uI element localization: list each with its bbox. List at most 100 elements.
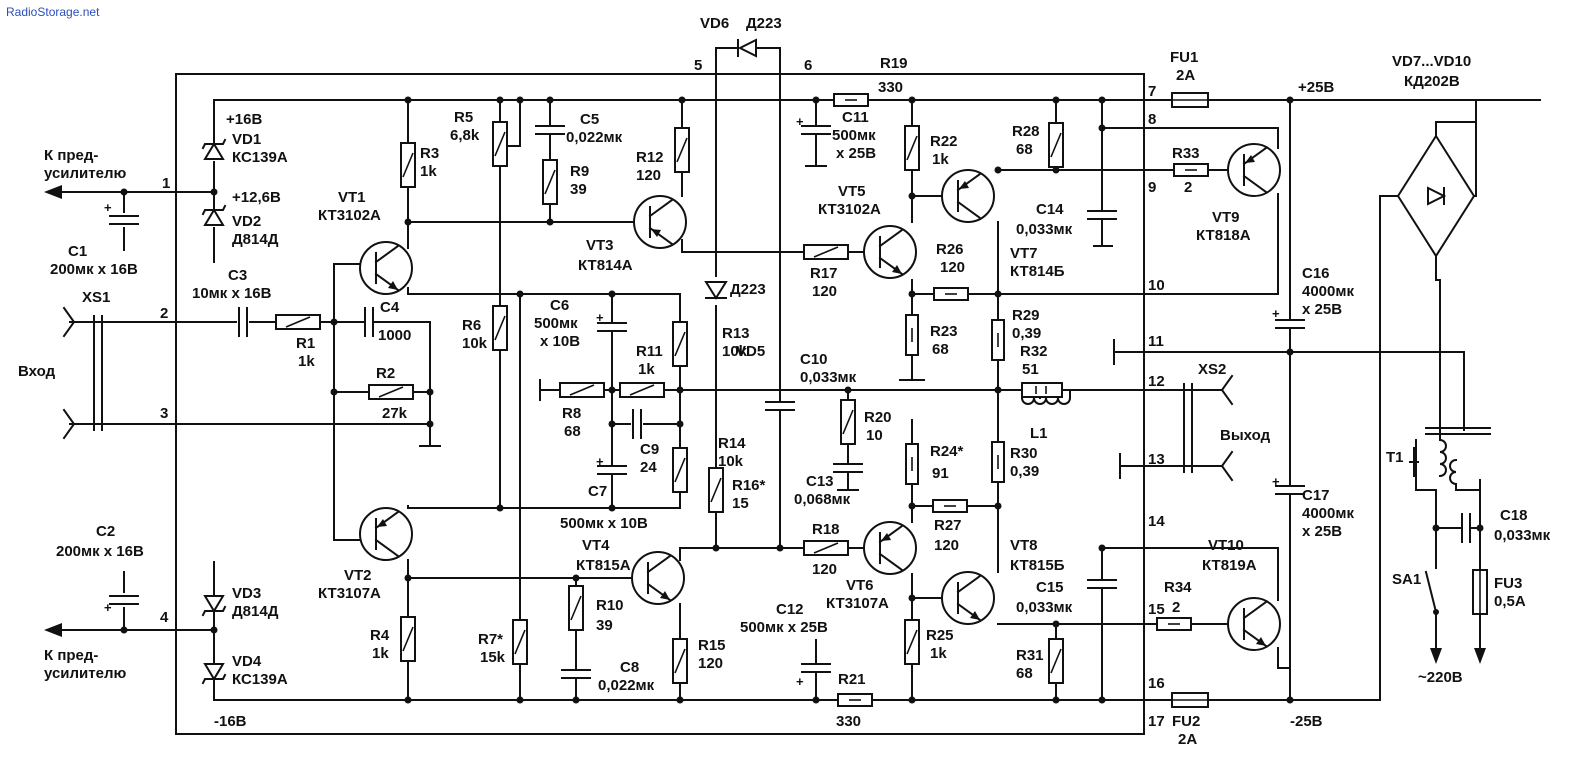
resistor-r34 xyxy=(1156,617,1192,631)
pin-14: 14 xyxy=(1148,513,1165,530)
r13-value: 10k xyxy=(722,343,748,360)
r34-value: 2 xyxy=(1172,599,1180,616)
transistor-vt3 xyxy=(633,195,687,249)
r9-value: 39 xyxy=(570,181,587,198)
c7-value: 500мк х 10В xyxy=(560,515,648,532)
r10-value: 39 xyxy=(596,617,613,634)
pin-numbers: 1 2 3 4 5 6 7 8 9 10 11 12 13 14 15 16 1… xyxy=(160,57,1165,730)
svg-text:+: + xyxy=(596,310,604,325)
capacitor-c1: + xyxy=(104,200,139,225)
c12-name: C12 xyxy=(776,601,804,618)
r27-value: 120 xyxy=(934,537,959,554)
r2-value: 27k xyxy=(382,405,408,422)
c13-value: 0,068мк xyxy=(794,491,851,508)
vd3-value: Д814Д xyxy=(232,603,279,620)
pin-17: 17 xyxy=(1148,713,1165,730)
capacitor-c3 xyxy=(238,307,248,337)
inductor-l1 xyxy=(1020,389,1072,405)
r33-name: R33 xyxy=(1172,145,1200,162)
r16-name: R16* xyxy=(732,477,766,494)
svg-text:+: + xyxy=(104,200,112,215)
c15-name: C15 xyxy=(1036,579,1064,596)
resistor-r24 xyxy=(905,443,919,485)
r12-value: 120 xyxy=(636,167,661,184)
capacitor-c18 xyxy=(1461,513,1471,543)
pin-7: 7 xyxy=(1148,83,1156,100)
capacitor-c10 xyxy=(765,401,795,411)
c5-name: C5 xyxy=(580,111,599,128)
t1-label: T1 xyxy=(1386,449,1404,466)
r22-name: R22 xyxy=(930,133,958,150)
svg-text:+: + xyxy=(1272,306,1280,321)
r14-name: R14 xyxy=(718,435,746,452)
pin-15: 15 xyxy=(1148,601,1165,618)
r15-name: R15 xyxy=(698,637,726,654)
vd1-name: VD1 xyxy=(232,131,261,148)
r9-name: R9 xyxy=(570,163,589,180)
capacitor-c4 xyxy=(364,307,374,337)
r29-value: 0,39 xyxy=(1012,325,1041,342)
resistor-r29 xyxy=(991,319,1005,361)
r8-name: R8 xyxy=(562,405,581,422)
resistor-r9 xyxy=(542,159,558,205)
voltage-minus16: -16В xyxy=(214,713,247,730)
c6-value: 500мк xyxy=(534,315,578,332)
resistor-r31 xyxy=(1048,638,1064,684)
pin-16: 16 xyxy=(1148,675,1165,692)
resistor-r6 xyxy=(492,305,508,351)
r17-value: 120 xyxy=(812,283,837,300)
general-labels: К пред- усилителю К пред- усилителю Вход… xyxy=(18,53,1471,730)
r6-value: 10k xyxy=(462,335,488,352)
r7-name: R7* xyxy=(478,631,503,648)
c9-value: 24 xyxy=(640,459,657,476)
output-label: Выход xyxy=(1220,427,1271,444)
vt1-value: КТ3102А xyxy=(318,207,381,224)
resistor-r8 xyxy=(559,382,605,398)
r20-name: R20 xyxy=(864,409,892,426)
c13-name: C13 xyxy=(806,473,834,490)
r21-name: R21 xyxy=(838,671,866,688)
c11-value-2: х 25В xyxy=(836,145,876,162)
fuse-fu3 xyxy=(1472,569,1488,615)
vt5-value: КТ3102А xyxy=(818,201,881,218)
vd2-value: Д814Д xyxy=(232,231,279,248)
fu1-name: FU1 xyxy=(1170,49,1198,66)
bridge-rectifier xyxy=(1396,134,1476,258)
ground-symbols xyxy=(419,165,1121,491)
capacitor-c9 xyxy=(632,409,642,439)
c10-name: C10 xyxy=(800,351,828,368)
junctions xyxy=(120,96,1484,704)
r19-value: 330 xyxy=(878,79,903,96)
pin-11: 11 xyxy=(1148,333,1164,350)
resistor-r27 xyxy=(932,499,968,513)
c6-value-2: х 10В xyxy=(540,333,580,350)
r13-name: R13 xyxy=(722,325,750,342)
resistor-r11 xyxy=(619,382,665,398)
svg-text:+: + xyxy=(796,114,804,129)
vt1-name: VT1 xyxy=(338,189,366,206)
r25-name: R25 xyxy=(926,627,954,644)
pin-6: 6 xyxy=(804,57,812,74)
voltage-minus25: -25В xyxy=(1290,713,1323,730)
vd2-name: VD2 xyxy=(232,213,261,230)
r21-value: 330 xyxy=(836,713,861,730)
capacitor-c14 xyxy=(1087,210,1117,220)
r28-value: 68 xyxy=(1016,141,1033,158)
c14-name: C14 xyxy=(1036,201,1064,218)
zener-vd2 xyxy=(202,205,226,226)
vt3-value: КТ814А xyxy=(578,257,633,274)
resistor-r3 xyxy=(400,142,416,188)
r26-name: R26 xyxy=(936,241,964,258)
c1-name: C1 xyxy=(68,243,87,260)
transistor-vt4 xyxy=(631,551,685,605)
vt6-value: КТ3107А xyxy=(826,595,889,612)
resistor-r26 xyxy=(933,287,969,301)
connector-xs2 xyxy=(1183,374,1234,482)
capacitor-c8 xyxy=(561,669,591,679)
r26-value: 120 xyxy=(940,259,965,276)
c3-name: C3 xyxy=(228,267,247,284)
to-preamp-bottom-2: усилителю xyxy=(44,665,126,682)
r3-value: 1k xyxy=(420,163,437,180)
r17-name: R17 xyxy=(810,265,838,282)
fu1-value: 2А xyxy=(1176,67,1195,84)
